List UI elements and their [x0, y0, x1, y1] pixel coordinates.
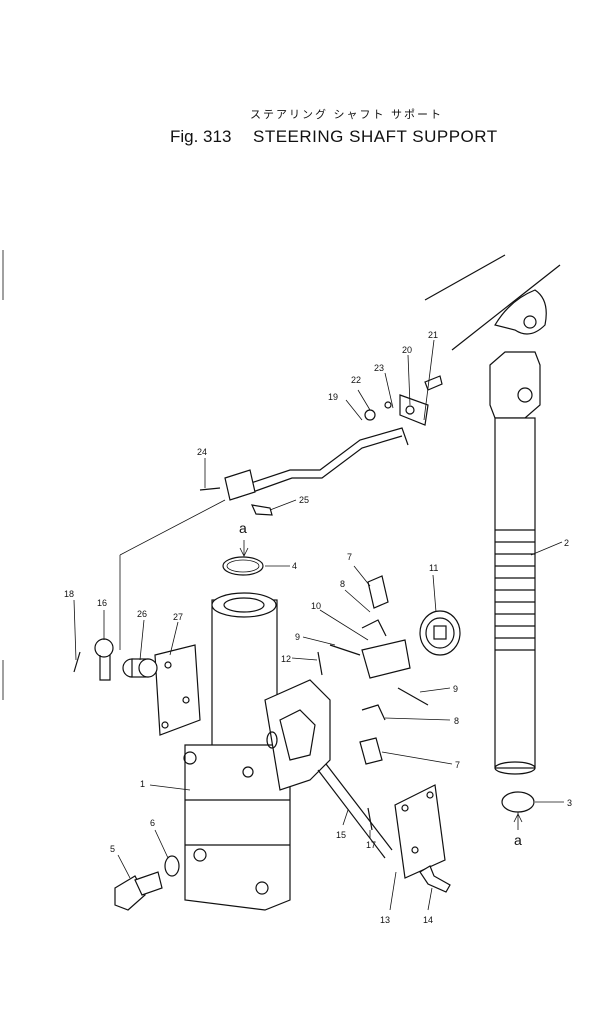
callout-16: 16	[97, 598, 107, 608]
rubber-boot	[419, 610, 461, 656]
callout-18: 18	[64, 589, 74, 599]
cross-shaft	[317, 763, 393, 859]
clamp-assembly	[364, 375, 443, 426]
clevis-assembly	[329, 575, 429, 765]
callout-5: 5	[110, 844, 115, 854]
callout-21: 21	[428, 330, 438, 340]
callout-8-upper: 8	[340, 579, 345, 589]
callout-19: 19	[328, 392, 338, 402]
bolt	[114, 871, 163, 911]
callout-26: 26	[137, 609, 147, 619]
callout-6: 6	[150, 818, 155, 828]
callout-27: 27	[173, 612, 183, 622]
arrow-a-bottom	[513, 813, 523, 823]
callout-12: 12	[281, 654, 291, 664]
title-english: STEERING SHAFT SUPPORT	[253, 127, 498, 146]
callout-13: 13	[380, 915, 390, 925]
pin-17	[367, 807, 373, 831]
split-pin	[317, 651, 323, 676]
callout-1: 1	[140, 779, 145, 789]
callout-8-lower: 8	[454, 716, 459, 726]
leader-lines	[73, 339, 564, 911]
callout-labels: 1 2 3 4 5 6 7 7 8 8 9 9 10 11 12 13 14 1…	[64, 330, 572, 925]
callout-3: 3	[567, 798, 572, 808]
side-plate	[394, 784, 446, 879]
callout-2: 2	[564, 538, 569, 548]
pin	[73, 651, 81, 673]
callout-23: 23	[374, 363, 384, 373]
callout-9-lower: 9	[453, 684, 458, 694]
reference-a-top: a	[239, 520, 247, 536]
arrow-a-top	[239, 547, 249, 557]
callout-15: 15	[336, 830, 346, 840]
title-japanese: ステアリング シャフト サポート	[250, 108, 443, 121]
figure-number: Fig. 313	[170, 127, 232, 146]
cover-plate	[154, 644, 201, 736]
o-ring	[222, 556, 264, 576]
reference-a-bottom: a	[514, 832, 522, 848]
callout-24: 24	[197, 447, 207, 457]
callout-4: 4	[292, 561, 297, 571]
callout-9-upper: 9	[295, 632, 300, 642]
callout-10: 10	[311, 601, 321, 611]
shaft-serrations	[495, 529, 535, 651]
callout-7-lower: 7	[455, 760, 460, 770]
control-rod	[119, 427, 409, 650]
callout-7-upper: 7	[347, 552, 352, 562]
callout-20: 20	[402, 345, 412, 355]
plate-bolt	[419, 865, 451, 893]
callout-17: 17	[366, 840, 376, 850]
steering-column-outline	[424, 254, 561, 351]
snap-ring	[501, 791, 535, 813]
bushing	[122, 658, 158, 678]
callout-22: 22	[351, 375, 361, 385]
callout-14: 14	[423, 915, 433, 925]
callout-25: 25	[299, 495, 309, 505]
washer	[164, 855, 180, 877]
callout-11: 11	[429, 563, 438, 573]
lever	[94, 638, 114, 681]
steering-shaft	[489, 351, 541, 775]
support-bracket	[183, 592, 331, 911]
